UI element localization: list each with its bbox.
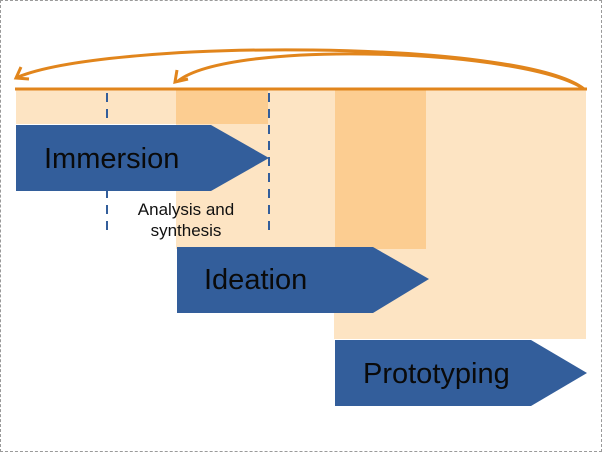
- iteration-loop-arrows: [13, 48, 587, 91]
- stage-arrow-prototyping: [335, 340, 587, 406]
- stage-label-immersion: Immersion: [44, 143, 179, 175]
- stage-arrow-immersion: [16, 125, 269, 191]
- stage-label-prototyping: Prototyping: [363, 358, 510, 390]
- stage-arrow-ideation: [177, 247, 429, 313]
- highlight-band-1: [176, 89, 268, 124]
- loop-arrowhead-start: [13, 66, 30, 81]
- loop-arrow-to-ideation: [177, 52, 585, 91]
- highlight-band-2: [335, 89, 426, 249]
- loop-arrowhead-ideation: [173, 69, 189, 84]
- analysis-synthesis-label-line2: synthesis: [151, 221, 222, 240]
- analysis-synthesis-label-line1: Analysis and: [138, 200, 234, 219]
- stage-label-ideation: Ideation: [204, 264, 307, 296]
